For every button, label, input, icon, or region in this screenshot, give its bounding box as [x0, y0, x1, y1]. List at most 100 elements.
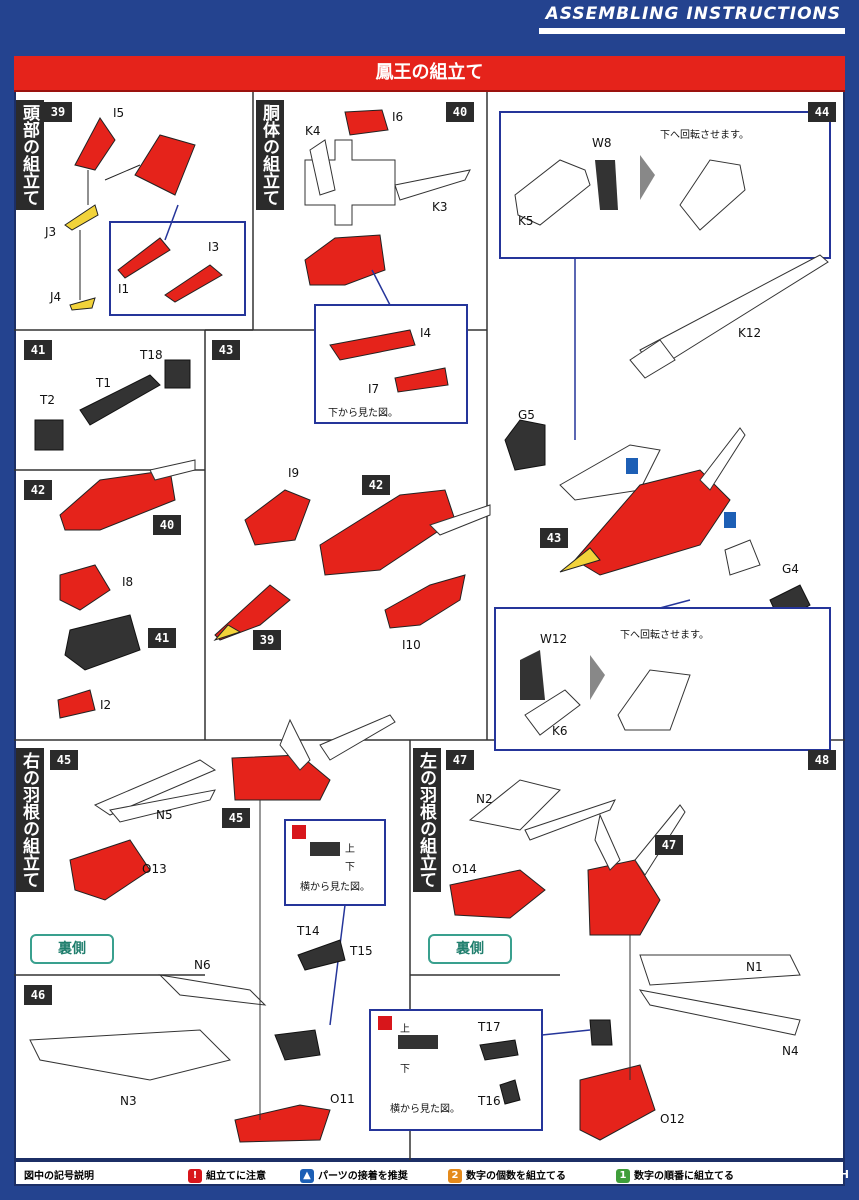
step42-parts — [57, 459, 196, 719]
part-label: J3 — [45, 225, 57, 239]
part-label: N1 — [746, 960, 763, 974]
step44-callout-bottom — [494, 599, 831, 751]
step-45: 45 — [50, 750, 78, 770]
legend-glue: ▲パーツの接着を推奨 — [300, 1167, 408, 1183]
head-callout — [109, 204, 246, 316]
subref-45: 45 — [222, 808, 250, 828]
step47-callout — [369, 1009, 591, 1131]
note-rotate-down: 下へ回転させます。 — [620, 630, 709, 641]
head-parts — [64, 117, 196, 311]
note-up: 上 — [345, 844, 355, 855]
part-label: N6 — [194, 958, 211, 972]
part-label: T17 — [478, 1020, 501, 1034]
subref-47: 47 — [655, 835, 683, 855]
step-42: 42 — [24, 480, 52, 500]
step-40: 40 — [446, 102, 474, 122]
order-icon: 1 — [616, 1169, 630, 1183]
right-wing-parts — [69, 759, 217, 901]
step45-callout — [284, 819, 386, 1026]
subref-39: 39 — [253, 630, 281, 650]
note-down: 下 — [400, 1064, 410, 1075]
part-label: T1 — [96, 376, 111, 390]
part-label: G5 — [518, 408, 535, 422]
subref-43: 43 — [540, 528, 568, 548]
part-label: G4 — [782, 562, 799, 576]
body-callout — [314, 269, 468, 424]
step-39: 39 — [44, 102, 72, 122]
step-46: 46 — [24, 985, 52, 1005]
part-label: I9 — [288, 466, 300, 480]
part-label: I6 — [392, 110, 404, 124]
watermark: HOBBY SEARCH — [752, 1168, 849, 1181]
step43-parts — [213, 489, 491, 642]
header-underline — [539, 28, 845, 34]
back-side-label: 裏側 — [30, 934, 114, 964]
note-up: 上 — [400, 1024, 410, 1035]
part-label: I1 — [118, 282, 130, 296]
title-body-assembly: 胴体の組立て — [256, 100, 284, 210]
note-side-view: 横から見た図。 — [300, 882, 370, 893]
part-label: I7 — [368, 382, 380, 396]
left-wing-assembly — [579, 804, 801, 1141]
section-title: 鳳王の組立て — [14, 56, 845, 92]
header-title: ASSEMBLING INSTRUCTIONS — [545, 4, 841, 24]
part-label: K5 — [518, 214, 534, 228]
part-label: I5 — [113, 106, 125, 120]
step-48: 48 — [808, 750, 836, 770]
part-label: J4 — [50, 290, 62, 304]
glue-icon: ▲ — [300, 1169, 314, 1183]
part-label: T16 — [478, 1094, 501, 1108]
part-label: W8 — [592, 136, 612, 150]
part-label: K12 — [738, 326, 762, 340]
part-label: K6 — [552, 724, 568, 738]
exclamation-icon: ! — [188, 1169, 202, 1183]
part-label: O14 — [452, 862, 477, 876]
legend-title: 図中の記号説明 — [24, 1171, 94, 1182]
subref-41: 41 — [148, 628, 176, 648]
part-label: I8 — [122, 575, 134, 589]
part-label: N3 — [120, 1094, 137, 1108]
part-label: O12 — [660, 1112, 685, 1126]
body-parts — [304, 109, 471, 286]
step44-callout-top — [499, 111, 831, 440]
note-bottom-view: 下から見た図。 — [328, 408, 398, 419]
title-head-assembly: 頭部の組立て — [16, 100, 44, 210]
part-label: N5 — [156, 808, 173, 822]
legend-caution: !組立てに注意 — [188, 1167, 266, 1183]
part-label: N2 — [476, 792, 493, 806]
frame-parts — [34, 359, 191, 451]
part-label: T14 — [297, 924, 320, 938]
part-label: W12 — [540, 632, 568, 646]
subref-42: 42 — [362, 475, 390, 495]
right-wing-assembly — [29, 714, 396, 1143]
sword-k12 — [629, 254, 829, 379]
note-rotate-down: 下へ回転させます。 — [660, 130, 749, 141]
title-right-wing: 右の羽根の組立て — [16, 748, 44, 892]
part-label: I4 — [420, 326, 432, 340]
step-41: 41 — [24, 340, 52, 360]
title-left-wing: 左の羽根の組立て — [413, 748, 441, 892]
part-label: O11 — [330, 1092, 355, 1106]
part-label: T18 — [140, 348, 163, 362]
part-label: N4 — [782, 1044, 799, 1058]
subref-40: 40 — [153, 515, 181, 535]
left-wing-parts — [449, 779, 616, 919]
count-icon: 2 — [448, 1169, 462, 1183]
part-label: K4 — [305, 124, 321, 138]
step-47: 47 — [446, 750, 474, 770]
note-side-view: 横から見た図。 — [390, 1104, 460, 1115]
step44-assembly — [504, 419, 811, 623]
part-label: K3 — [432, 200, 448, 214]
part-label: O13 — [142, 862, 167, 876]
step-44: 44 — [808, 102, 836, 122]
part-label: I10 — [402, 638, 421, 652]
part-label: I2 — [100, 698, 112, 712]
part-label: T15 — [350, 944, 373, 958]
note-down: 下 — [345, 862, 355, 873]
back-side-label: 裏側 — [428, 934, 512, 964]
part-label: I3 — [208, 240, 220, 254]
